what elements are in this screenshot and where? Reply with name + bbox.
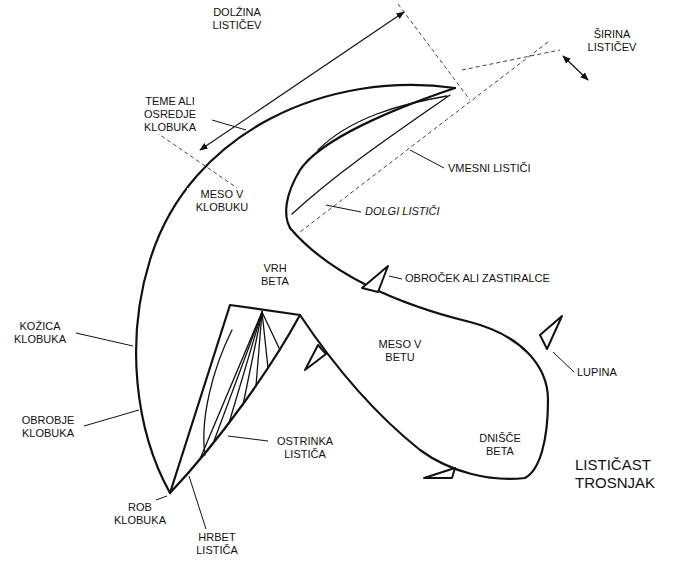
part-label: ŠIRINA LISTIČEV	[582, 28, 642, 54]
gill-fan-outline	[170, 305, 300, 493]
leader-line	[84, 410, 139, 426]
dimension-guide	[300, 42, 548, 232]
cap-cut-line	[286, 88, 455, 228]
part-label: DOLŽINA LISTIČEV	[202, 6, 272, 32]
part-label: MESO V KLOBUKU	[187, 188, 257, 214]
width-arrow	[563, 56, 588, 80]
part-label: ROB KLOBUKA	[110, 501, 170, 527]
volva-flap	[540, 316, 562, 349]
leader-line	[410, 150, 444, 168]
dimension-guide	[398, 4, 470, 100]
dimension-guide	[462, 50, 560, 70]
leader-line	[212, 120, 246, 130]
part-label: OBROBJE KLOBUKA	[15, 414, 81, 440]
leader-line	[389, 276, 402, 279]
long-gill	[292, 95, 450, 214]
leader-line	[156, 496, 167, 500]
part-label: KOŽICA KLOBUKA	[7, 320, 73, 346]
part-label: MESO V BETU	[374, 338, 426, 364]
cap-outline	[136, 85, 455, 493]
part-label: HRBET LISTIČA	[187, 531, 247, 557]
part-label: DOLGI LISTIČI	[364, 205, 441, 218]
leader-line	[228, 436, 268, 441]
part-label: TEME ALI OSREDJE KLOBUKA	[132, 95, 208, 134]
part-label: VRH BETA	[254, 262, 296, 288]
gill-back-curve	[204, 330, 232, 455]
length-arrow	[200, 12, 404, 150]
gill-line	[214, 312, 262, 441]
leader-line	[76, 333, 133, 346]
gill-line	[262, 312, 280, 350]
leader-line	[553, 352, 574, 372]
ring-flap	[305, 345, 326, 370]
gill-line	[262, 312, 268, 368]
part-label: OBROČEK ALI ZASTIRALCE	[404, 272, 551, 285]
part-label: OSTRINKA LISTIČA	[272, 435, 338, 461]
dimension-guide	[150, 128, 240, 190]
part-label: LUPINA	[576, 366, 618, 379]
part-label: VMESNI LISTIČI	[447, 162, 532, 175]
ring-flap	[362, 266, 388, 292]
gill-line	[243, 312, 262, 405]
leader-line	[326, 205, 361, 212]
volva-flap	[424, 468, 455, 478]
part-label: DNIŠČE BETA	[472, 432, 528, 458]
diagram-title: LISTIČAST TROSNJAK	[574, 456, 686, 492]
gill-line	[229, 312, 262, 423]
gill-line	[200, 312, 262, 459]
leader-line	[189, 476, 206, 529]
